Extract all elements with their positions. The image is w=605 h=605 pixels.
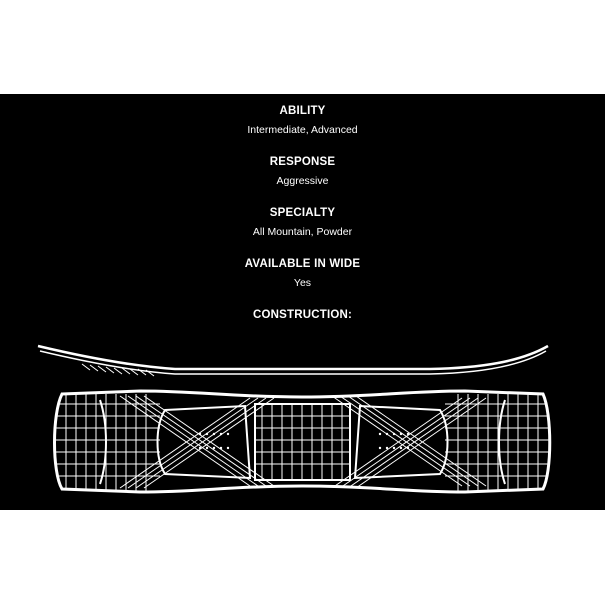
- spec-wide: AVAILABLE IN WIDE Yes: [0, 257, 605, 290]
- spec-wide-value: Yes: [293, 277, 312, 289]
- spec-specialty-title: SPECIALTY: [269, 207, 336, 219]
- spec-response: RESPONSE Aggressive: [0, 155, 605, 188]
- spec-specialty-value: All Mountain, Powder: [252, 226, 353, 238]
- spec-specialty: SPECIALTY All Mountain, Powder: [0, 206, 605, 239]
- spec-ability-title: ABILITY: [279, 105, 326, 117]
- spec-ability: ABILITY Intermediate, Advanced: [0, 104, 605, 137]
- spec-response-value: Aggressive: [276, 175, 329, 187]
- spec-wide-title: AVAILABLE IN WIDE: [244, 258, 361, 270]
- spec-panel: ABILITY Intermediate, Advanced RESPONSE …: [0, 94, 605, 510]
- spec-construction-title: CONSTRUCTION:: [252, 309, 353, 321]
- board-construction-icon: [53, 389, 552, 494]
- board-diagram: [37, 344, 552, 494]
- insert-dots: [198, 432, 410, 450]
- spec-construction: CONSTRUCTION:: [0, 308, 605, 322]
- spec-response-title: RESPONSE: [269, 156, 336, 168]
- board-profile-icon: [37, 344, 549, 377]
- spec-ability-value: Intermediate, Advanced: [247, 124, 358, 136]
